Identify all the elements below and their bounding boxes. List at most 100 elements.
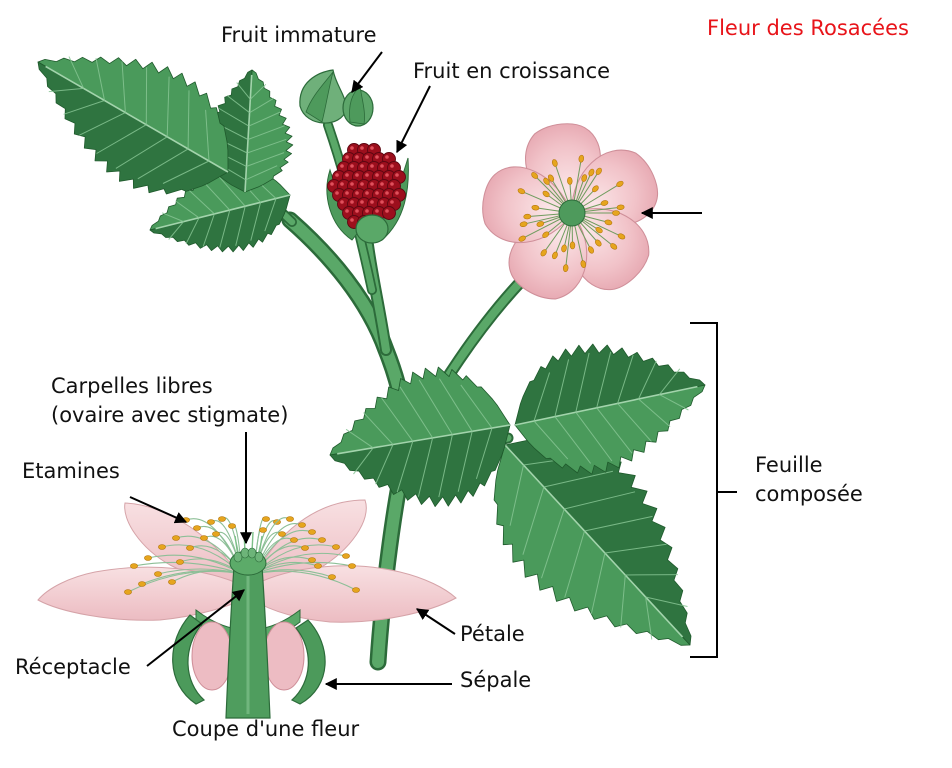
label-carpelles-line2: (ovaire avec stigmate) — [51, 403, 288, 427]
top-leaf-cluster — [37, 56, 294, 253]
drupelet-highlight — [375, 173, 379, 177]
label-carpelles-line1: Carpelles libres — [51, 374, 213, 398]
section-stamen-anther — [144, 555, 152, 561]
section-stamen-anther — [168, 579, 176, 585]
drupelet-highlight — [385, 155, 389, 159]
sepal-right — [290, 619, 326, 705]
leaf-half — [514, 384, 706, 475]
stamen-anther — [518, 235, 526, 242]
fruit-base-bulb — [355, 214, 389, 244]
leaf-vein — [417, 437, 434, 497]
leaf-vein — [248, 111, 281, 127]
drupelet-highlight — [355, 191, 359, 195]
stamen-anther — [531, 204, 540, 211]
leaf-vein — [205, 109, 210, 162]
drupelet-highlight — [370, 200, 374, 204]
stamen-anther — [617, 233, 626, 240]
drupelet-highlight — [380, 182, 384, 186]
leaf-vein — [247, 138, 287, 154]
leaf-vein — [68, 56, 85, 89]
leaf-vein — [396, 441, 414, 493]
leaf-vein — [353, 447, 374, 475]
leaf-vein — [363, 412, 394, 445]
drupelet-highlight — [380, 164, 384, 168]
leaf-vein — [533, 372, 551, 422]
arrow-fruit-immature — [351, 51, 383, 93]
leaf-vein — [541, 508, 565, 579]
leaf-vein — [264, 198, 277, 232]
label-sepale: Sépale — [460, 668, 531, 692]
section-stamen-anther — [348, 563, 356, 569]
section-stamen-anther — [124, 589, 132, 595]
drupelet-highlight — [350, 146, 354, 150]
leaf-half — [329, 424, 511, 507]
leaf-vein — [659, 394, 689, 411]
stamen-anther — [547, 174, 555, 182]
drupelet-highlight — [365, 191, 369, 195]
stamen-anther — [561, 244, 567, 253]
leaf-vein — [509, 464, 524, 526]
section-stamen-anther — [212, 531, 220, 537]
leaf-vein — [226, 95, 250, 114]
carpel — [254, 551, 264, 563]
drupelet-highlight — [335, 191, 339, 195]
section-stamen-anther — [154, 571, 162, 577]
section-petal-left — [37, 566, 247, 621]
leaf-half — [149, 194, 291, 253]
label-petale: Pétale — [460, 622, 525, 646]
flower-cross-section — [37, 499, 457, 719]
leaf-vein — [168, 221, 184, 240]
stamen-anther — [592, 185, 599, 193]
leaf-vein — [620, 574, 626, 628]
diagram-title: Fleur des Rosacées — [707, 16, 909, 40]
leaf-vein — [533, 420, 569, 460]
leaf-vein — [246, 152, 285, 167]
stamen-anther — [519, 221, 528, 227]
label-feuille-line2: composée — [755, 482, 863, 506]
drupelet-highlight — [350, 182, 354, 186]
leaf-vein — [249, 83, 267, 100]
drupelet-highlight — [345, 173, 349, 177]
drupelet-highlight — [360, 182, 364, 186]
bud-large-sepal — [305, 71, 334, 123]
leaf-vein — [249, 97, 275, 114]
stamen-anther — [580, 260, 587, 268]
drupelet — [382, 206, 396, 220]
drupelet-highlight — [395, 191, 399, 195]
stamen-anther — [588, 168, 595, 177]
section-stamen-filament — [253, 570, 357, 591]
drupelet-highlight — [345, 155, 349, 159]
leaflet-compound-left — [329, 366, 511, 507]
drupelet-highlight — [355, 173, 359, 177]
stamen-anther — [540, 249, 547, 257]
leaf-vein — [245, 165, 278, 181]
stamen-anther — [595, 239, 602, 247]
drupelet-highlight — [365, 173, 369, 177]
drupelet-highlight — [370, 182, 374, 186]
carpel — [247, 547, 257, 559]
leaf-vein — [79, 112, 126, 136]
leaf-vein — [554, 416, 591, 464]
drupelet-highlight — [395, 173, 399, 177]
leaf-vein — [236, 82, 251, 100]
leaf-half — [244, 69, 294, 193]
growing-fruit — [326, 143, 409, 244]
section-stamen-anther — [228, 523, 236, 529]
drupelet-highlight — [330, 182, 334, 186]
carpel — [233, 551, 243, 563]
drupelet-highlight — [345, 191, 349, 195]
leaf-vein — [522, 486, 545, 555]
drupelet-highlight — [390, 164, 394, 168]
leaf-half — [493, 444, 691, 646]
carpels — [233, 531, 264, 563]
leaf-vein — [185, 217, 200, 244]
drupelet-highlight — [385, 209, 389, 213]
leaf-half — [514, 343, 706, 426]
drupelet-highlight — [335, 173, 339, 177]
leaf-midrib — [45, 65, 229, 173]
leaf-vein — [137, 148, 189, 180]
leaf-vein — [596, 407, 633, 454]
leaf-vein — [187, 90, 190, 149]
leaf-vein — [219, 209, 231, 248]
arrow-etamines — [129, 496, 188, 524]
